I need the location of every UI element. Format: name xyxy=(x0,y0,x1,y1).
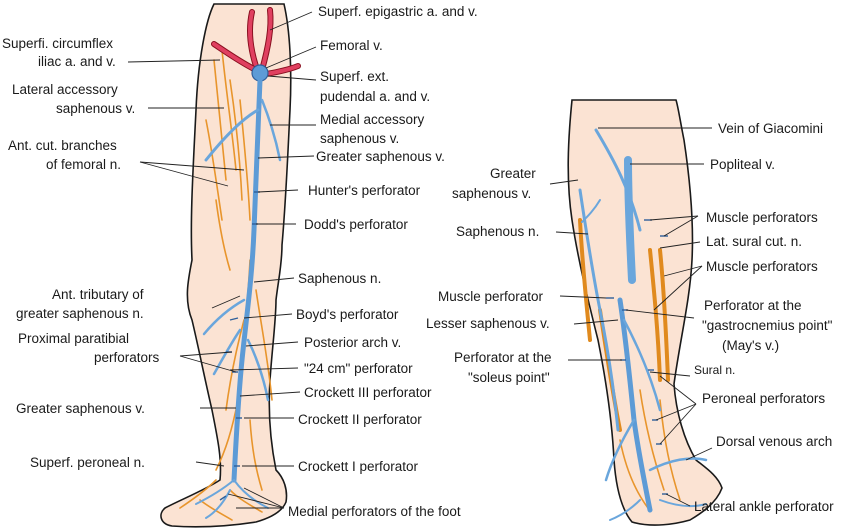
label-crockett2: Crockett II perforator xyxy=(298,412,422,427)
label-lateral-accessory-line2: saphenous v. xyxy=(56,101,135,116)
left-groin-vessels xyxy=(211,7,301,82)
label-sural-n: Sural n. xyxy=(694,363,735,377)
label-crockett1: Crockett I perforator xyxy=(298,459,419,474)
label-giacomini: Vein of Giacomini xyxy=(718,121,823,136)
right-veins xyxy=(578,128,708,521)
label-ant-cut-line1: Ant. cut. branches xyxy=(8,138,117,153)
label-perf-soleus-line1: Perforator at the xyxy=(454,350,552,365)
label-greater-saphenous-lower: Greater saphenous v. xyxy=(16,401,145,416)
label-proximal-paratibial-line2: perforators xyxy=(94,350,160,365)
label-ant-tributary-line2: greater saphenous n. xyxy=(16,306,144,321)
label-dorsal-arch: Dorsal venous arch xyxy=(716,434,832,449)
label-ant-tributary-line1: Ant. tributary of xyxy=(52,287,144,302)
label-lateral-accessory-line1: Lateral accessory xyxy=(12,82,118,97)
label-superf-epigastric: Superf. epigastric a. and v. xyxy=(318,4,478,19)
label-medial-foot-perforators: Medial perforators of the foot xyxy=(288,504,461,519)
label-muscle-perforators-2: Muscle perforators xyxy=(706,259,818,274)
label-lesser-saph: Lesser saphenous v. xyxy=(426,316,550,331)
label-femoral-v: Femoral v. xyxy=(320,38,383,53)
label-greater-saphenous-upper: Greater saphenous v. xyxy=(316,149,445,164)
label-perf-gastro-line3: (May's v.) xyxy=(722,338,779,353)
label-medial-accessory-line1: Medial accessory xyxy=(320,112,425,127)
label-boyds-perforator: Boyd's perforator xyxy=(296,307,399,322)
leader-lines xyxy=(127,11,713,509)
label-dodds-perforator: Dodd's perforator xyxy=(304,217,408,232)
label-saphenous-n-left: Saphenous n. xyxy=(298,271,381,286)
label-medial-accessory-line2: saphenous v. xyxy=(320,131,399,146)
label-24cm-perforator: "24 cm" perforator xyxy=(304,361,413,376)
label-crockett3: Crockett III perforator xyxy=(304,385,432,400)
label-popliteal: Popliteal v. xyxy=(710,157,775,172)
label-hunters-perforator: Hunter's perforator xyxy=(308,183,421,198)
left-veins xyxy=(195,77,282,519)
label-posterior-arch: Posterior arch v. xyxy=(304,335,401,350)
label-perf-gastro-line2: "gastrocnemius point" xyxy=(702,318,833,333)
label-superfi-circumflex-line2: iliac a. and v. xyxy=(38,54,116,69)
right-labels: Vein of Giacomini Greater saphenous v. P… xyxy=(426,121,834,514)
label-superf-peroneal: Superf. peroneal n. xyxy=(30,455,145,470)
label-superf-ext-line1: Superf. ext. xyxy=(320,69,389,84)
label-greater-saph-line1: Greater xyxy=(490,166,536,181)
label-perf-soleus-line2: "soleus point" xyxy=(468,370,550,385)
label-ant-cut-line2: of femoral n. xyxy=(46,157,121,172)
label-superfi-circumflex-line1: Superfi. circumflex xyxy=(2,36,113,51)
label-muscle-perforators-1: Muscle perforators xyxy=(706,210,818,225)
left-labels: Superf. epigastric a. and v. Superfi. ci… xyxy=(2,4,478,519)
label-lateral-ankle: Lateral ankle perforator xyxy=(694,499,834,514)
label-saphenous-n-right: Saphenous n. xyxy=(456,224,539,239)
left-leg xyxy=(160,3,301,528)
label-proximal-paratibial-line1: Proximal paratibial xyxy=(18,331,129,346)
label-superf-ext-line2: pudendal a. and v. xyxy=(320,89,430,104)
label-muscle-perforator-single: Muscle perforator xyxy=(438,289,544,304)
label-lat-sural: Lat. sural cut. n. xyxy=(706,234,802,249)
label-perf-gastro-line1: Perforator at the xyxy=(704,298,802,313)
label-peroneal-perforators: Peroneal perforators xyxy=(702,391,825,406)
label-greater-saph-line2: saphenous v. xyxy=(452,186,531,201)
